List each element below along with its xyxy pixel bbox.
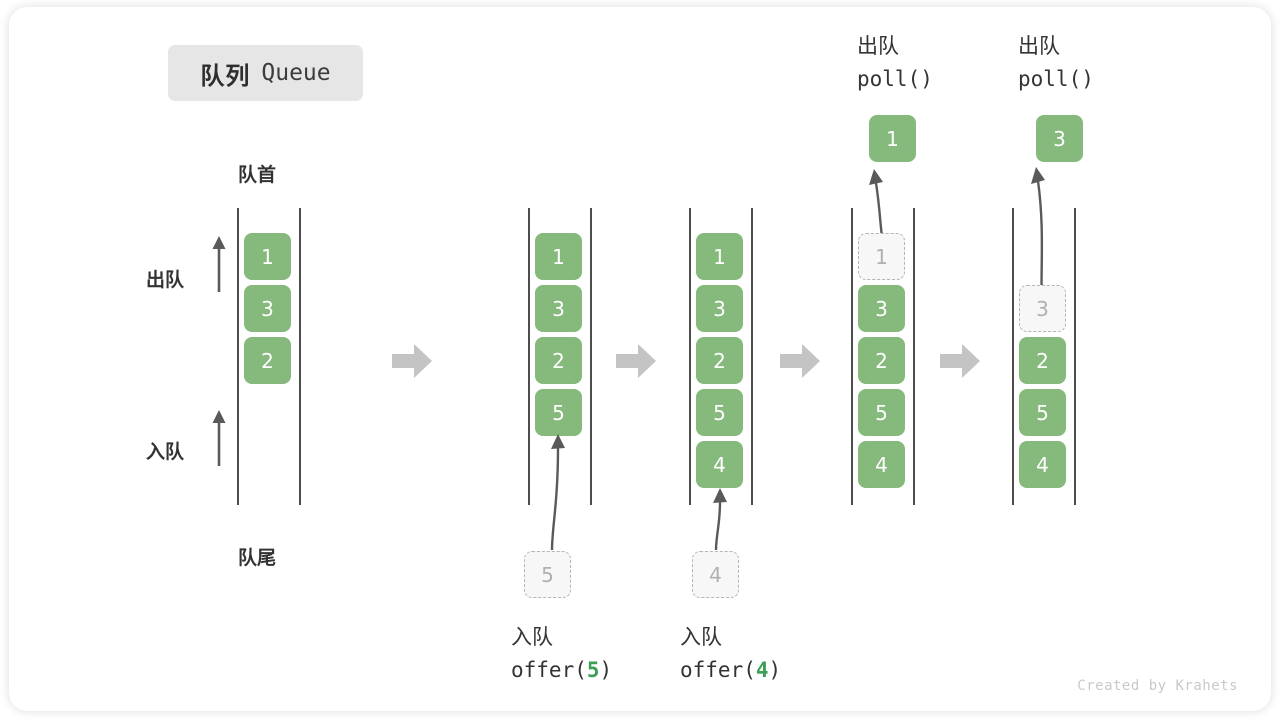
queue-cell: 5 — [696, 389, 743, 436]
title-english: Queue — [261, 60, 331, 86]
operation-label-offer-5: 入队 offer(5) — [511, 621, 612, 686]
polled-value-cell: 1 — [869, 115, 916, 162]
queue-cell: 1 — [535, 233, 582, 280]
rail-right — [751, 208, 753, 505]
watermark-credit: Created by Krahets — [1077, 678, 1238, 694]
queue-cell: 3 — [535, 285, 582, 332]
diagram-title-badge: 队列 Queue — [168, 45, 363, 101]
step-transition-arrow-icon — [780, 343, 820, 379]
queue-cell: 3 — [696, 285, 743, 332]
rail-left — [1012, 208, 1014, 505]
rail-right — [299, 208, 301, 505]
queue-cell: 5 — [858, 389, 905, 436]
queue-cell: 2 — [858, 337, 905, 384]
queue-cell: 5 — [1019, 389, 1066, 436]
polled-value-cell: 3 — [1036, 115, 1083, 162]
incoming-ghost-cell: 4 — [692, 551, 739, 598]
queue-cell: 2 — [1019, 337, 1066, 384]
rail-left — [237, 208, 239, 505]
rail-left — [528, 208, 530, 505]
operation-code: offer(4) — [680, 657, 782, 682]
rail-left — [851, 208, 853, 505]
queue-cell: 2 — [535, 337, 582, 384]
operation-code: poll() — [857, 66, 933, 91]
queue-cell: 2 — [696, 337, 743, 384]
operation-label-poll-1: 出队 poll() — [857, 30, 933, 95]
operation-code: offer(5) — [511, 657, 613, 682]
step-transition-arrow-icon — [940, 343, 980, 379]
rail-right — [1074, 208, 1076, 505]
title-chinese: 队列 — [200, 61, 251, 90]
queue-cell: 3 — [244, 285, 291, 332]
queue-cell: 4 — [858, 441, 905, 488]
queue-cell: 3 — [1019, 285, 1066, 332]
step-transition-arrow-icon — [392, 343, 432, 379]
operation-name-cn: 入队 — [680, 625, 722, 649]
queue-cell: 5 — [535, 389, 582, 436]
rail-right — [590, 208, 592, 505]
rail-left — [689, 208, 691, 505]
incoming-ghost-cell: 5 — [524, 551, 571, 598]
label-dequeue-direction: 出队 — [146, 269, 185, 291]
label-queue-head: 队首 — [238, 164, 277, 186]
label-enqueue-direction: 入队 — [146, 441, 185, 463]
queue-cell: 1 — [244, 233, 291, 280]
queue-cell: 2 — [244, 337, 291, 384]
queue-cell: 3 — [858, 285, 905, 332]
operation-name-cn: 出队 — [1018, 34, 1060, 58]
operation-label-poll-3: 出队 poll() — [1018, 30, 1094, 95]
queue-cell: 4 — [696, 441, 743, 488]
operation-name-cn: 出队 — [857, 34, 899, 58]
step-transition-arrow-icon — [616, 343, 656, 379]
queue-cell: 1 — [858, 233, 905, 280]
queue-cell: 1 — [696, 233, 743, 280]
queue-cell: 4 — [1019, 441, 1066, 488]
operation-name-cn: 入队 — [511, 625, 553, 649]
operation-code: poll() — [1018, 66, 1094, 91]
operation-label-offer-4: 入队 offer(4) — [680, 621, 781, 686]
label-queue-tail: 队尾 — [238, 547, 277, 569]
rail-right — [913, 208, 915, 505]
